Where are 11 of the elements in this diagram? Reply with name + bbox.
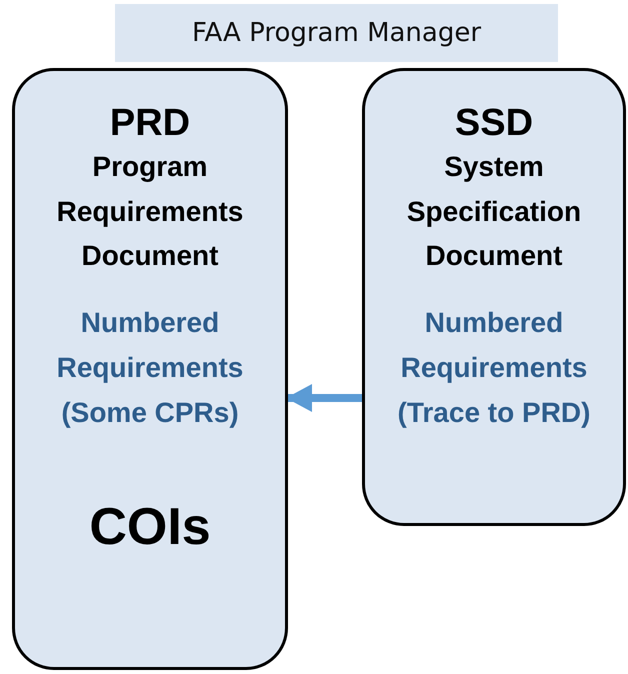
objectives-text: COIs	[89, 496, 211, 558]
requirements-text: Numbered Requirements (Some CPRs)	[56, 306, 244, 430]
document-box	[362, 68, 626, 526]
header-box: FAA Program Manager	[115, 4, 558, 62]
document-acronym: PRD	[110, 103, 190, 145]
requirements-text: Numbered Requirements (Trace to PRD)	[396, 306, 592, 430]
arrow	[286, 384, 362, 412]
document-title: Program Requirements Document	[56, 150, 244, 274]
document-title: System Specification Document	[406, 150, 582, 274]
document-box	[12, 68, 288, 670]
document-acronym: SSD	[454, 103, 534, 145]
